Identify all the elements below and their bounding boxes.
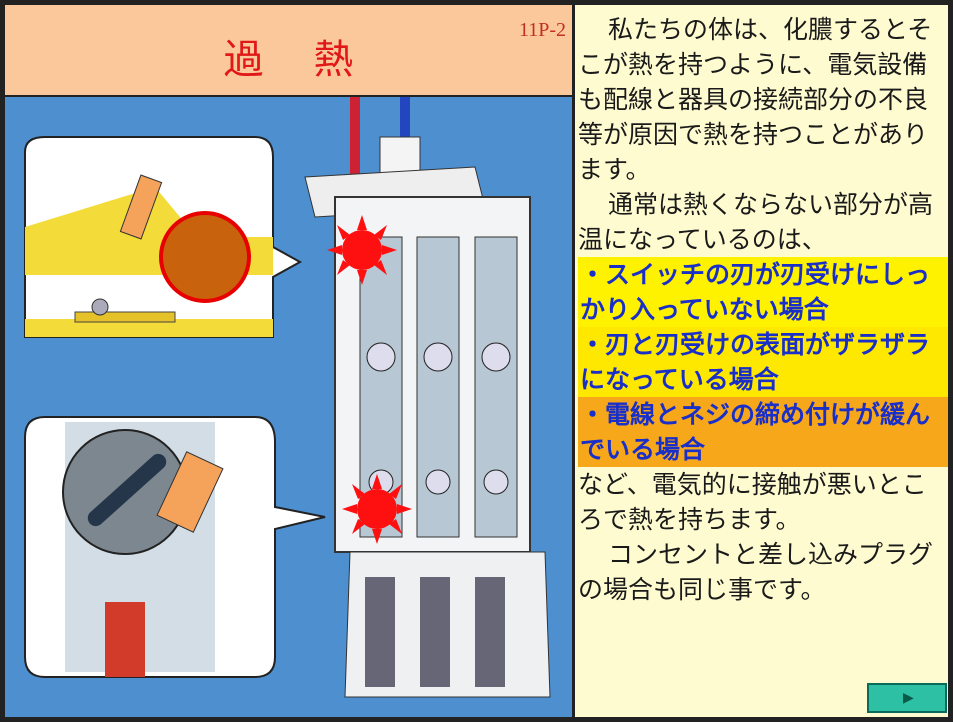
callout-terminal-screw — [24, 416, 326, 678]
paragraph-4: コンセントと差し込みプラグの場合も同じ事です。 — [578, 540, 934, 604]
paragraph-2: 通常は熱くならない部分が高温になっているのは、 — [578, 190, 934, 254]
page-number: 11P-2 — [518, 19, 566, 41]
switch-illustration — [5, 97, 572, 717]
callout-blade-contact — [24, 136, 303, 338]
heat-spot-circle — [159, 211, 251, 303]
frame-border-top — [0, 0, 953, 5]
frame-border-right — [948, 0, 953, 722]
next-button[interactable]: ▶ — [867, 683, 947, 713]
frame-border-bottom — [0, 717, 953, 722]
paragraph-1: 私たちの体は、化膿するとそこが熱を持つように、電気設備も配線と器具の接続部分の不… — [578, 15, 933, 184]
case-item: ・スイッチの刃が刃受けにしっかり入っていない場合 — [578, 257, 950, 327]
paragraph-3: など、電気的に接触が悪いところで熱を持ちます。 — [578, 470, 927, 534]
slide-title: 過熱 — [223, 37, 404, 83]
case-item: ・刃と刃受けの表面がザラザラになっている場合 — [578, 327, 950, 397]
title-bar: 過熱 11P-2 — [5, 5, 572, 97]
heat-burst-bottom — [342, 474, 412, 544]
heat-burst-top — [327, 215, 397, 285]
explanation-text: 私たちの体は、化膿するとそこが熱を持つように、電気設備も配線と器具の接続部分の不… — [578, 12, 950, 607]
switch-body — [304, 97, 551, 698]
frame-border-left — [0, 0, 5, 722]
play-icon: ▶ — [903, 690, 914, 706]
frame-divider — [572, 0, 575, 722]
case-item: ・電線とネジの締め付けが緩んでいる場合 — [578, 397, 950, 467]
switch-drawing — [24, 97, 551, 698]
